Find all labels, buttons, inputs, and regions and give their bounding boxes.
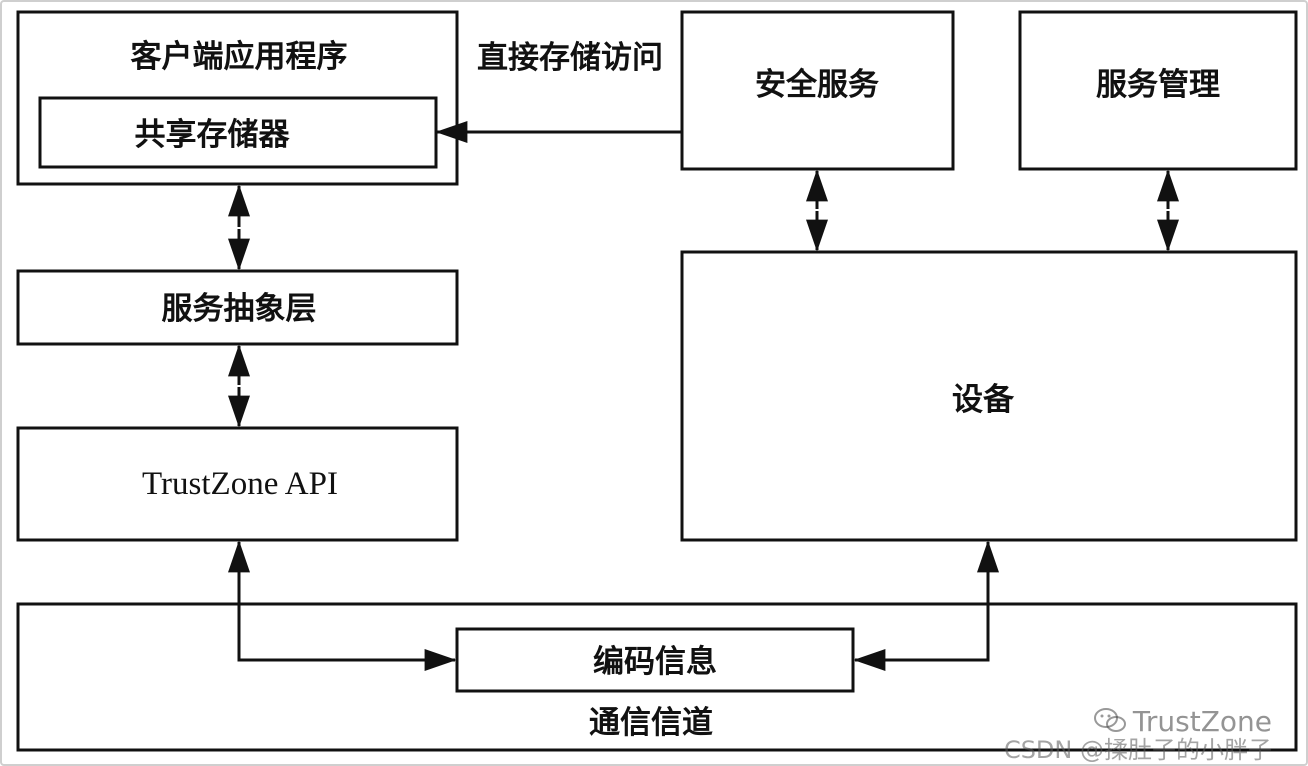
service-management-label: 服务管理: [1096, 67, 1220, 103]
device-label: 设备: [952, 382, 1015, 418]
api-encoded-arrow: [228, 540, 457, 671]
encoded-info-box: [455, 627, 855, 693]
shared-memory-label: 共享存储器: [135, 117, 291, 153]
client-app-label: 客户端应用程序: [131, 39, 348, 75]
communication-channel-label: 通信信道: [589, 705, 713, 741]
device-encoded-arrow: [853, 540, 999, 671]
device-box: [680, 250, 1298, 542]
service-abstraction-label: 服务抽象层: [162, 291, 317, 327]
trustzone-api-box: [16, 426, 459, 542]
direct-memory-access-label: 直接存储访问: [477, 40, 663, 76]
security-service-label: 安全服务: [755, 67, 879, 103]
security-service-box: [680, 10, 955, 171]
trustzone-api-label: TrustZone API: [142, 466, 338, 502]
encoded-info-label: 编码信息: [593, 644, 717, 680]
communication-channel-box: [16, 602, 1298, 752]
service-management-box: [1018, 10, 1298, 171]
service-abstraction-box: [16, 269, 459, 346]
client-app-box: [16, 10, 459, 186]
